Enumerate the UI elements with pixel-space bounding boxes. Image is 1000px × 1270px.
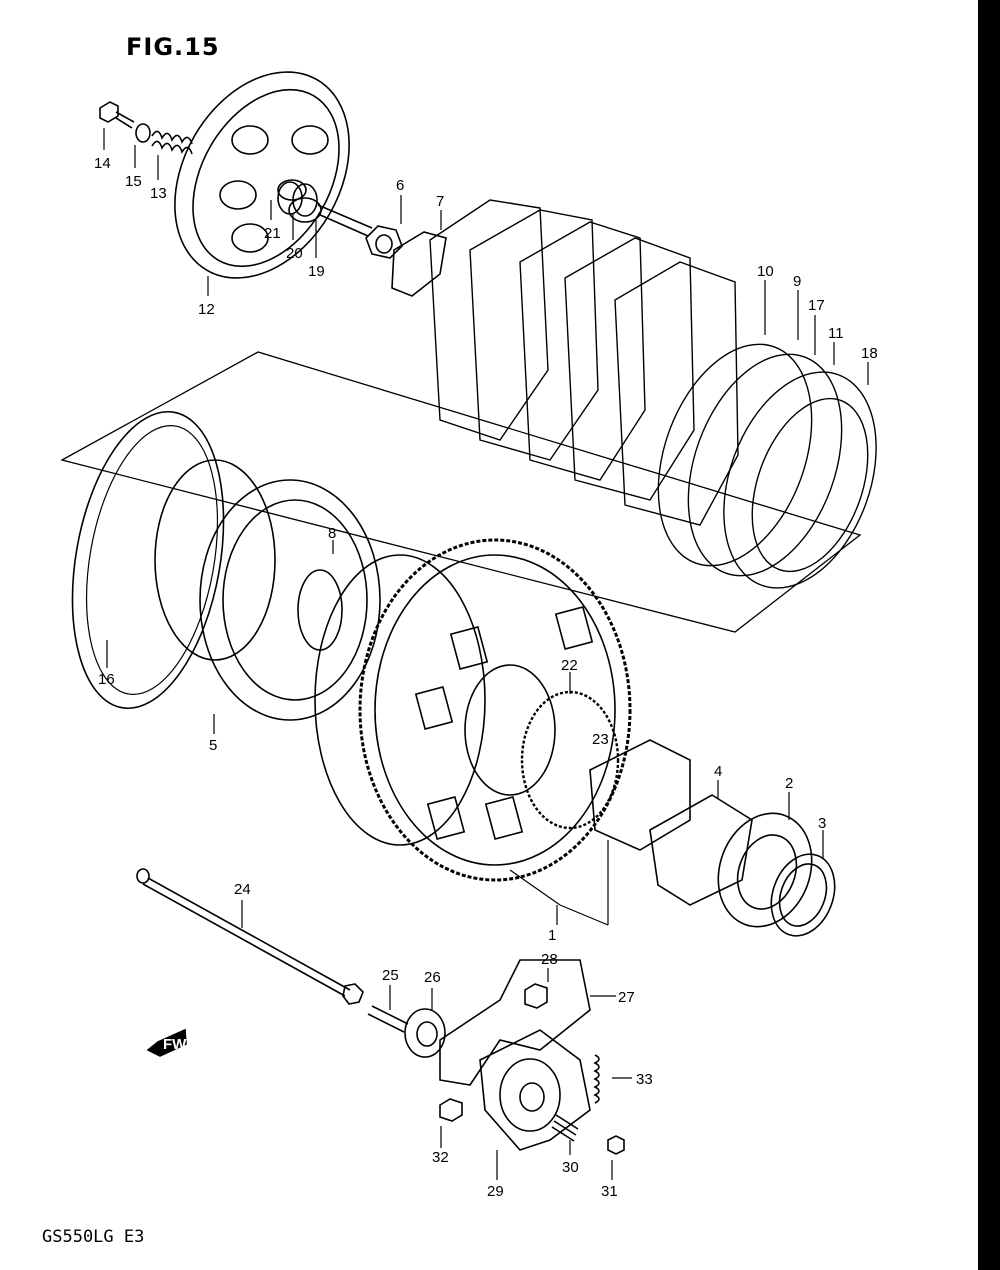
figure-title: FIG.15 — [126, 33, 220, 61]
model-code: GS550LG E3 — [42, 1227, 145, 1247]
callout-5: 5 — [209, 737, 217, 754]
callout-26: 26 — [424, 969, 441, 986]
callout-24: 24 — [234, 881, 251, 898]
callout-6: 6 — [396, 177, 404, 194]
callout-29: 29 — [487, 1183, 504, 1200]
bolt-washer-spring — [99, 101, 193, 155]
leader-lines — [103, 128, 869, 1180]
callout-22: 22 — [561, 657, 578, 674]
callout-1: 1 — [548, 927, 556, 944]
callout-labels: 1 2 3 4 5 6 7 8 9 10 11 12 13 14 15 16 1… — [94, 155, 878, 1200]
callout-21: 21 — [264, 225, 281, 242]
callout-7: 7 — [436, 193, 444, 210]
shaft-bearing-washers — [589, 739, 836, 937]
callout-8: 8 — [328, 525, 336, 542]
callout-2: 2 — [785, 775, 793, 792]
fwd-label: FWD — [163, 1036, 197, 1053]
gasket-ring — [71, 410, 225, 710]
callout-12: 12 — [198, 301, 215, 318]
callout-15: 15 — [125, 173, 142, 190]
callout-9: 9 — [793, 273, 801, 290]
callout-23: 23 — [592, 731, 609, 748]
push-rod — [136, 868, 364, 1005]
primary-driven-gear — [314, 538, 632, 882]
callout-14: 14 — [94, 155, 111, 172]
clutch-plate-frame — [60, 351, 862, 633]
callout-3: 3 — [818, 815, 826, 832]
callout-18: 18 — [861, 345, 878, 362]
clutch-sleeve-hub — [154, 459, 381, 721]
callout-4: 4 — [714, 763, 722, 780]
pressure-plate — [174, 71, 350, 279]
callout-16: 16 — [98, 671, 115, 688]
callout-20: 20 — [286, 245, 303, 262]
callout-28: 28 — [541, 951, 558, 968]
callout-10: 10 — [757, 263, 774, 280]
release-mechanism — [367, 959, 625, 1155]
callout-19: 19 — [308, 263, 325, 280]
callout-27: 27 — [618, 989, 635, 1006]
nut-and-lock-washer — [365, 225, 447, 297]
callout-13: 13 — [150, 185, 167, 202]
callout-30: 30 — [562, 1159, 579, 1176]
callout-32: 32 — [432, 1149, 449, 1166]
page-edge-bar — [978, 0, 1000, 1270]
callout-31: 31 — [601, 1183, 618, 1200]
callout-25: 25 — [382, 967, 399, 984]
callout-33: 33 — [636, 1071, 653, 1088]
callout-17: 17 — [808, 297, 825, 314]
fwd-arrow-icon — [146, 1028, 187, 1057]
callout-11: 11 — [828, 325, 844, 342]
release-rod-bearing — [277, 181, 373, 237]
clutch-plate-stack — [429, 199, 877, 589]
